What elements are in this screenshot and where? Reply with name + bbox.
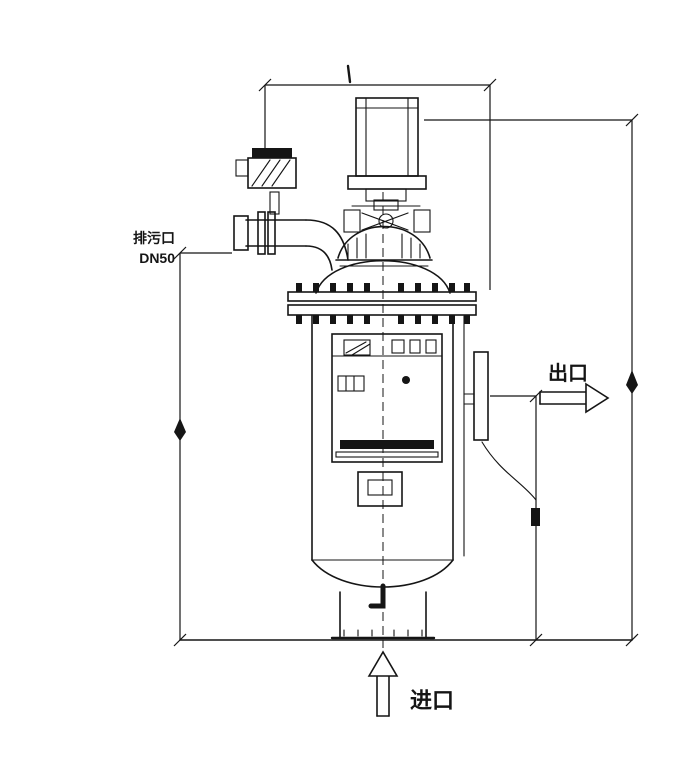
outlet-side-channel — [463, 351, 489, 441]
vessel-shell — [311, 315, 465, 588]
base-skirt — [330, 591, 436, 640]
outlet-label: 出口 — [548, 362, 588, 385]
dimension-arrow-mark — [626, 370, 638, 394]
motor-base-flange — [347, 175, 427, 190]
inlet-arrowhead — [367, 650, 399, 677]
pipe-flange — [267, 211, 276, 255]
pipe-flange — [257, 211, 266, 255]
drain-piping — [233, 211, 349, 271]
dimension-right-overall — [424, 113, 639, 647]
drain-port-label-line1: 排污口 — [133, 230, 175, 246]
inlet-flow-arrow — [367, 650, 399, 717]
top-flange — [287, 283, 477, 324]
dimension-mark — [531, 508, 540, 526]
drive-motor — [347, 97, 427, 202]
bottom-drain-hook — [368, 583, 386, 609]
filter-basket — [331, 333, 443, 463]
valve-stem — [269, 191, 280, 215]
vessel-top-head — [315, 260, 451, 294]
dimension-outlet-height — [481, 389, 543, 647]
drain-valve-actuator — [235, 148, 297, 215]
drain-port-label-line2: DN50 — [139, 250, 175, 266]
lower-drive-box — [357, 471, 403, 507]
outlet-flow-arrow — [539, 382, 610, 414]
shaft-dot — [402, 376, 410, 384]
outlet-arrowhead — [585, 382, 610, 414]
dimension-left — [173, 246, 232, 647]
leader-curve — [481, 441, 537, 501]
inlet-label: 进口 — [410, 688, 454, 713]
dimension-top — [258, 64, 497, 290]
basket-bottom-plate — [340, 440, 434, 449]
dimension-arrow-mark — [174, 418, 186, 441]
base-anchor-marks — [343, 629, 423, 637]
top-dimension-mark — [346, 64, 352, 84]
flange-bolts-upper — [296, 283, 470, 292]
solenoid-cap — [252, 148, 292, 158]
element-block — [337, 375, 365, 392]
pipe-end-cap — [233, 215, 249, 251]
flange-bolts-lower — [296, 315, 470, 324]
hatched-block — [343, 339, 371, 356]
motor-neck — [365, 188, 407, 202]
cable-gland — [235, 159, 249, 177]
coupling-mechanism — [343, 199, 431, 233]
